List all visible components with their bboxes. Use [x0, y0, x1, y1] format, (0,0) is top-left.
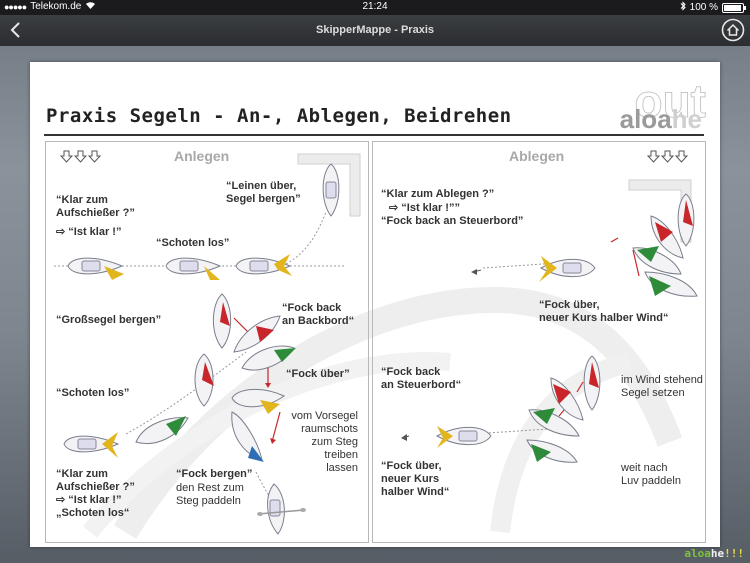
wind-arrow-icon [674, 150, 689, 163]
boat-icon [135, 416, 189, 444]
boat-icon [650, 215, 684, 259]
boat-icon [539, 256, 596, 282]
nav-title: SkipperMappe - Praxis [316, 24, 434, 36]
boat-icon [644, 271, 698, 297]
battery-icon [722, 2, 746, 13]
aloahe-brand: aloahe!!! [684, 547, 744, 560]
aloahe-logo: out aloahe [619, 75, 707, 135]
label-fock-ueber: “Fock über” [286, 368, 350, 380]
bluetooth-icon [680, 1, 686, 14]
boat-icon [63, 432, 120, 458]
signal-icon: ●●●●● [4, 1, 27, 12]
boat-icon [435, 426, 492, 448]
chevron-left-icon [10, 22, 20, 38]
label-ist-klar: ⇨ “Ist klar !” [56, 226, 122, 238]
boat-icon [322, 163, 340, 217]
wifi-icon [85, 1, 96, 12]
label-ist-klar-ab: ⇨ “Ist klar !”” [389, 202, 460, 214]
label-grosssegel: “Großsegel bergen” [56, 314, 162, 326]
battery-percent: 100 % [689, 2, 718, 13]
wind-arrow-icon [660, 150, 675, 163]
wind-arrow-icon [646, 150, 661, 163]
label-leinen: “Leinen über,Segel bergen” [226, 180, 301, 205]
boat-icon [235, 254, 292, 276]
home-button[interactable] [721, 18, 745, 42]
anlegen-title: Anlegen [174, 148, 230, 164]
boat-icon [550, 377, 584, 421]
back-button[interactable] [6, 19, 28, 41]
label-fock-ueber-ab: “Fock über,neuer Kurs halber Wind“ [539, 299, 669, 324]
label-klar-ablegen: “Klar zum Ablegen ?” [381, 188, 495, 200]
boat-icon [257, 483, 306, 535]
navigation-bar: SkipperMappe - Praxis [0, 15, 750, 46]
pier-icon [297, 153, 361, 217]
boat-icon [165, 257, 222, 280]
label-fock-bergen: “Fock bergen” [176, 468, 253, 480]
home-icon [721, 18, 745, 42]
boat-icon [231, 411, 264, 462]
wind-arrow-icon [73, 150, 88, 163]
boat-icon [632, 246, 682, 275]
carrier-name: Telekom.de [30, 1, 82, 12]
wind-arrows [646, 150, 689, 163]
clock: 21:24 [362, 1, 388, 12]
boat-icon [528, 408, 580, 437]
wind-arrow-icon [59, 150, 74, 163]
boat-icon [526, 439, 578, 463]
boat-icon [67, 257, 124, 280]
boat-icon [212, 293, 232, 349]
label-schoten-los: “Schoten los” [156, 237, 230, 249]
boat-icon [233, 315, 281, 353]
boat-icon [583, 355, 601, 411]
course-line [401, 237, 640, 441]
document-sheet[interactable]: out aloahe Praxis Segeln - An-, Ablegen,… [30, 62, 720, 547]
anlegen-panel: Anlegen [45, 141, 369, 543]
boat-icon [677, 193, 695, 247]
status-bar: ●●●●● Telekom.de 21:24 100 % [0, 0, 750, 15]
wind-arrow-icon [87, 150, 102, 163]
label-schoten-los-2: “Schoten los” [56, 387, 130, 399]
sheet-title: Praxis Segeln - An-, Ablegen, Beidrehen [46, 105, 512, 127]
boat-icon [241, 345, 296, 371]
boat-icon [231, 389, 286, 414]
label-fock-back-sb: “Fock back an Steuerbord” [381, 215, 524, 227]
title-divider [44, 134, 704, 136]
ablegen-panel: Ablegen [372, 141, 706, 543]
wind-arrows [59, 150, 102, 163]
boat-icon [194, 353, 214, 407]
ablegen-title: Ablegen [509, 148, 565, 164]
